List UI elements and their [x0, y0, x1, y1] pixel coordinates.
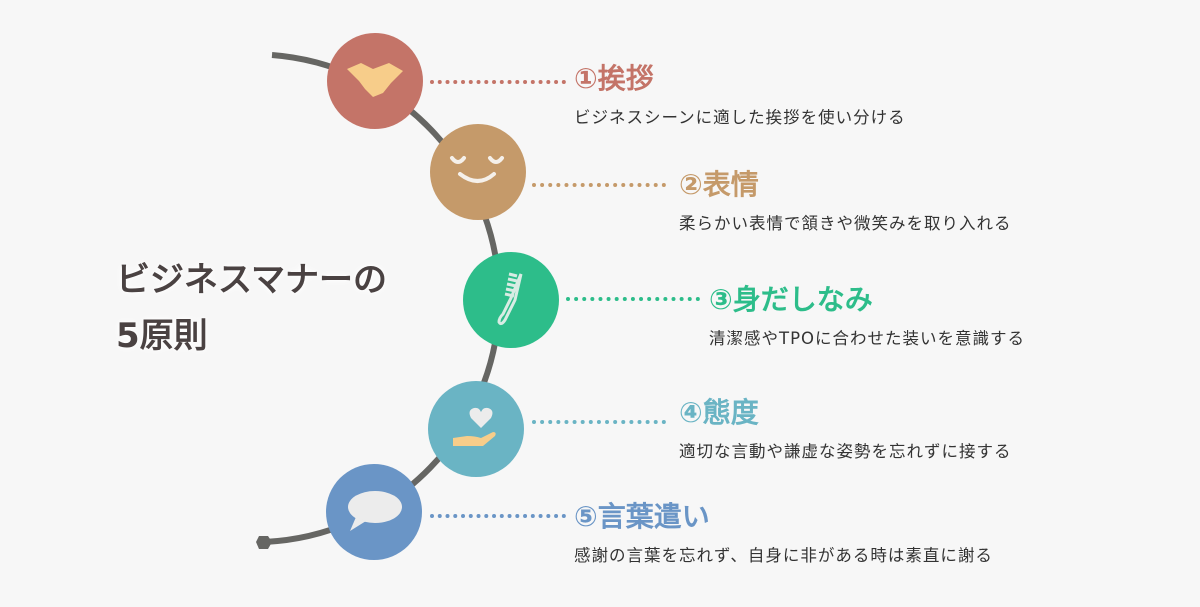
comb-icon: [497, 272, 523, 326]
title-line-2: 5原則: [116, 316, 208, 356]
item-desc: 清潔感やTPOに合わせた装いを意識する: [709, 329, 1026, 348]
connector-5: [430, 514, 566, 518]
circle-greeting: [327, 33, 423, 129]
item-desc: 感謝の言葉を忘れず、自身に非がある時は素直に謝る: [574, 546, 993, 565]
item-title: ②表情: [679, 168, 759, 201]
item-desc: 適切な言動や謙虚な姿勢を忘れずに接する: [679, 442, 1012, 461]
item-language: ⑤言葉遣い 感謝の言葉を忘れず、自身に非がある時は素直に謝る: [574, 500, 993, 566]
item-greeting: ①挨拶 ビジネスシーンに適した挨拶を使い分ける: [574, 62, 906, 128]
item-expression: ②表情 柔らかい表情で頷きや微笑みを取り入れる: [679, 168, 1012, 234]
item-appearance: ③身だしなみ 清潔感やTPOに合わせた装いを意識する: [709, 283, 1025, 349]
heart-hand-icon: [453, 407, 496, 446]
connector-1: [430, 80, 566, 84]
item-title: ⑤言葉遣い: [574, 500, 710, 533]
circle-expression: [430, 124, 526, 220]
title-line-1: ビジネスマナーの: [116, 260, 387, 300]
connector-3: [566, 297, 700, 301]
handshake-icon: [347, 63, 403, 97]
item-title: ③身だしなみ: [709, 283, 873, 316]
item-desc: 柔らかい表情で頷きや微笑みを取り入れる: [679, 214, 1012, 233]
speech-bubble-icon: [348, 491, 402, 531]
connector-2: [532, 183, 666, 187]
circle-language: [326, 464, 422, 560]
arc-end-marker: [256, 536, 272, 549]
item-title: ①挨拶: [574, 62, 654, 95]
main-title: ビジネスマナーの 5原則: [116, 252, 387, 364]
item-desc: ビジネスシーンに適した挨拶を使い分ける: [574, 108, 906, 127]
circle-attitude: [428, 381, 524, 477]
smile-face-icon: [450, 156, 504, 183]
item-attitude: ④態度 適切な言動や謙虚な姿勢を忘れずに接する: [679, 396, 1012, 462]
circle-appearance: [463, 252, 559, 348]
connector-4: [532, 420, 666, 424]
item-title: ④態度: [679, 396, 759, 429]
